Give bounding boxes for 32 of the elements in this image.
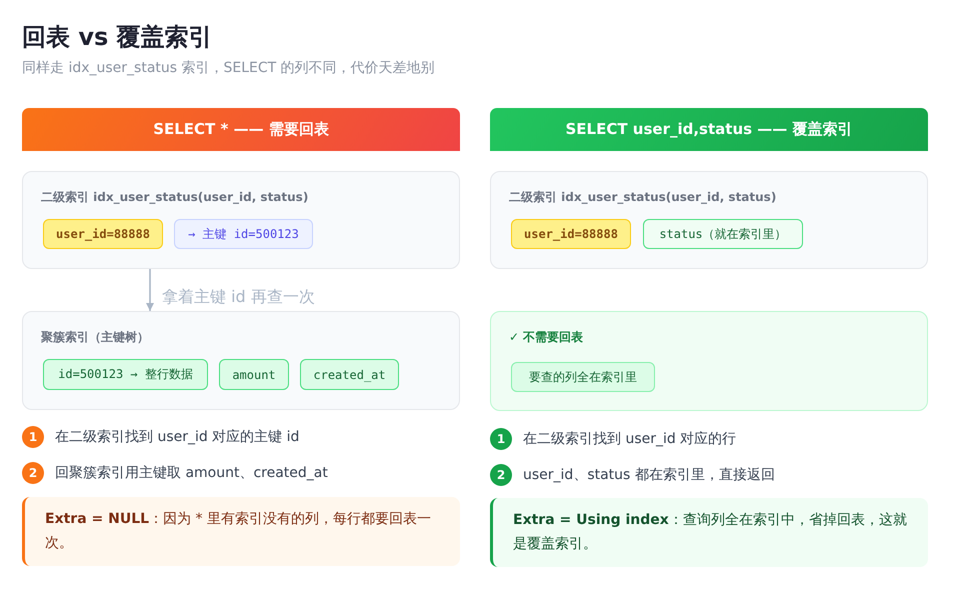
key-tag: user_id=88888 <box>511 219 631 249</box>
index-card <box>22 171 460 269</box>
step-number: 2 <box>22 462 44 484</box>
step-description: 回聚簇索引用主键取 amount、created_at <box>55 464 328 483</box>
card-heading: 聚簇索引（主键树） <box>41 329 149 346</box>
index-card <box>490 171 928 269</box>
arrow <box>146 269 154 311</box>
index-card <box>22 311 460 410</box>
note-callout: Extra = NULL：因为 * 里有索引没有的列，每行都要回表一次。 <box>22 497 460 566</box>
step-description: 在二级索引找到 user_id 对应的行 <box>523 430 736 449</box>
title: 回表 vs 覆盖索引 <box>22 22 213 53</box>
result-card <box>490 311 928 411</box>
step-number: 2 <box>490 464 512 486</box>
step-description: user_id、status 都在索引里，直接返回 <box>523 466 775 485</box>
field-tag: id=500123 → 整行数据 <box>43 359 208 390</box>
card-heading: 二级索引 idx_user_status(user_id, status) <box>41 189 308 206</box>
step-number: 1 <box>22 426 44 448</box>
edge-label: 拿着主键 id 再查一次 <box>162 286 315 308</box>
column-header-banner: SELECT * —— 需要回表 <box>22 108 460 151</box>
note-callout: Extra = Using index：查询列全在索引中，省掉回表，这就是覆盖索引。 <box>490 498 928 567</box>
field-tag: 要查的列全在索引里 <box>511 362 655 392</box>
card-heading: 二级索引 idx_user_status(user_id, status) <box>509 189 776 206</box>
pointer-tag: → 主键 id=500123 <box>174 219 313 249</box>
field-tag: created_at <box>300 359 399 390</box>
step-number: 1 <box>490 428 512 450</box>
field-tag: amount <box>219 359 289 390</box>
field-tag: status（就在索引里） <box>643 219 803 249</box>
card-heading: ✓ 不需要回表 <box>509 329 584 346</box>
step-description: 在二级索引找到 user_id 对应的主键 id <box>55 428 300 447</box>
key-tag: user_id=88888 <box>43 219 163 249</box>
subtitle: 同样走 idx_user_status 索引，SELECT 的列不同，代价天差地别 <box>22 59 435 78</box>
column-header-banner: SELECT user_id,status —— 覆盖索引 <box>490 108 928 151</box>
